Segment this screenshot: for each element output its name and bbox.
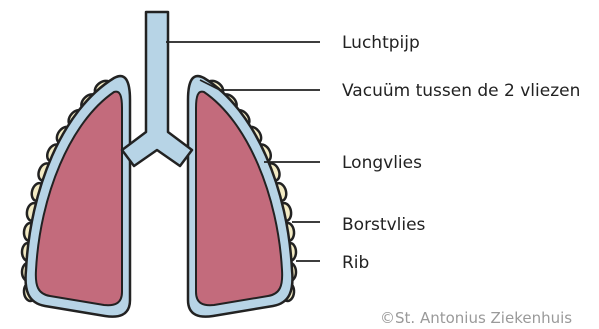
label-borstvlies: Borstvlies	[342, 215, 426, 235]
trachea	[122, 12, 192, 166]
label-rib: Rib	[342, 253, 369, 273]
label-longvlies: Longvlies	[342, 153, 422, 173]
copyright-credit: ©St. Antonius Ziekenhuis	[380, 309, 572, 327]
label-trachea: Luchtpijp	[342, 33, 420, 53]
label-vacuum: Vacuüm tussen de 2 vliezen	[342, 81, 580, 101]
